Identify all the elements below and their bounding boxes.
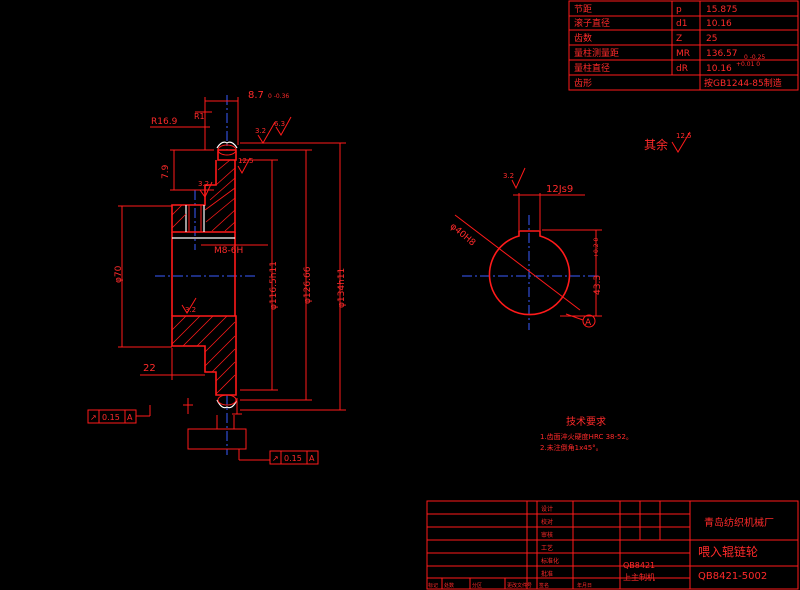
tb-label-1: 校对 — [541, 518, 553, 526]
tolerance-frame-1: ↗ 0.15 A — [87, 405, 151, 424]
tb-label-9: 更改文件号 — [507, 582, 532, 589]
param-name-4: 量柱直径 — [574, 62, 610, 74]
tb-label-3: 工艺 — [541, 544, 553, 552]
tb-drawing-no-small: QB8421 — [623, 561, 655, 570]
dim-d70: φ70 — [114, 265, 124, 283]
tb-material: 上主制机 — [623, 572, 655, 582]
title-block: 设计 校对 审核 工艺 标准化 批准 标记 处数 分区 更改文件号 签名 年月日… — [426, 500, 799, 590]
tol-1-value: 0.15 — [102, 413, 120, 422]
param-symbol-3: MR — [676, 49, 690, 59]
tb-part-name: 喂入辊链轮 — [698, 544, 758, 559]
rough-1: 3.2 — [255, 127, 266, 135]
bore-rough: 3.2 — [503, 172, 514, 180]
hatch-upper — [171, 159, 236, 232]
tolerance-frame-2: ↗ 0.15 A — [269, 450, 319, 465]
rough-2: 6.3 — [274, 120, 285, 128]
bore-depth-tol: +0.2 0 — [593, 238, 600, 258]
param-symbol-0: p — [676, 5, 682, 15]
hatch-lower — [171, 315, 236, 395]
dim-len22: 22 — [143, 363, 156, 374]
rough-4: 3.2 — [185, 306, 196, 314]
dim-79: 7.9 — [161, 164, 171, 179]
params-table: 节距 p 15.875 滚子直径 d1 10.16 齿数 Z 25 量柱测量距 … — [568, 0, 799, 91]
dim-r169: R16.9 — [151, 117, 178, 127]
dim-width-tol: 0 -0.36 — [268, 93, 289, 100]
tech-req-line1: 1.齿面淬火硬度HRC 38-52。 — [540, 432, 633, 441]
rough-5: 3.2 — [198, 180, 209, 188]
bore-depth: 43.3 — [593, 275, 603, 295]
param-value-3: 136.57 — [706, 49, 738, 59]
param-name-2: 齿数 — [574, 32, 592, 44]
section-view: 8.7 0 -0.36 R16.9 R1 7.9 M8-6H φ70 22 φ1… — [87, 90, 347, 465]
tb-label-0: 设计 — [541, 505, 553, 513]
param-tol-4: +0.01 0 — [736, 61, 760, 68]
tb-label-7: 处数 — [444, 582, 454, 589]
tb-label-5: 批准 — [541, 570, 553, 578]
param-name-0: 节距 — [574, 4, 592, 15]
bore-datum: A — [585, 318, 592, 328]
tb-label-8: 分区 — [472, 582, 482, 589]
tol-2-value: 0.15 — [284, 454, 302, 463]
param-value-0: 15.875 — [706, 5, 738, 15]
rough-3: 12.5 — [238, 157, 254, 165]
param-value-1: 10.16 — [706, 19, 732, 29]
bore-diameter: φ40H8 — [448, 222, 478, 249]
tech-requirements: 技术要求 1.齿面淬火硬度HRC 38-52。 2.未注倒角1x45°。 — [540, 415, 633, 452]
other-rough-value: 12.5 — [676, 132, 692, 140]
tol-1-symbol: ↗ — [90, 413, 97, 422]
param-tol-3: 0 -0.25 — [744, 54, 765, 61]
dim-d116: φ116.5h11 — [269, 261, 279, 310]
tb-label-11: 年月日 — [577, 582, 592, 589]
param-value-5: 按GB1244-85制造 — [704, 77, 782, 89]
tb-label-6: 标记 — [428, 582, 438, 589]
tb-label-10: 签名 — [539, 582, 549, 589]
tol-1-datum: A — [127, 413, 133, 422]
param-name-3: 量柱测量距 — [574, 47, 619, 59]
param-value-2: 25 — [706, 34, 717, 44]
tb-label-2: 审核 — [541, 531, 553, 539]
param-symbol-4: dR — [676, 64, 688, 74]
dim-d134: φ134h11 — [337, 268, 347, 308]
tol-2-datum: A — [309, 454, 315, 463]
other-rough-label: 其余 — [644, 137, 668, 152]
tb-drawing-no: QB8421-5002 — [698, 571, 767, 582]
dim-width: 8.7 — [248, 90, 264, 101]
bore-keyway: 12Js9 — [546, 184, 573, 195]
tb-label-4: 标准化 — [541, 557, 559, 565]
dim-d126: φ126.66 — [303, 266, 313, 304]
dim-r-small: R1 — [194, 112, 205, 121]
param-symbol-2: Z — [676, 34, 682, 44]
tb-company: 青岛纺织机械厂 — [704, 516, 774, 529]
param-name-5: 齿形 — [574, 77, 592, 89]
tech-req-line2: 2.未注倒角1x45°。 — [540, 443, 603, 452]
tol-2-symbol: ↗ — [272, 454, 279, 463]
tech-req-title: 技术要求 — [566, 415, 606, 428]
other-roughness: 其余 12.5 — [644, 131, 692, 153]
param-value-4: 10.16 — [706, 64, 732, 74]
param-name-1: 滚子直径 — [574, 17, 610, 29]
bore-view: 12Js9 3.2 φ40H8 43.3 +0.2 0 A — [448, 167, 603, 330]
dim-thread: M8-6H — [214, 246, 243, 256]
param-symbol-1: d1 — [676, 19, 687, 29]
